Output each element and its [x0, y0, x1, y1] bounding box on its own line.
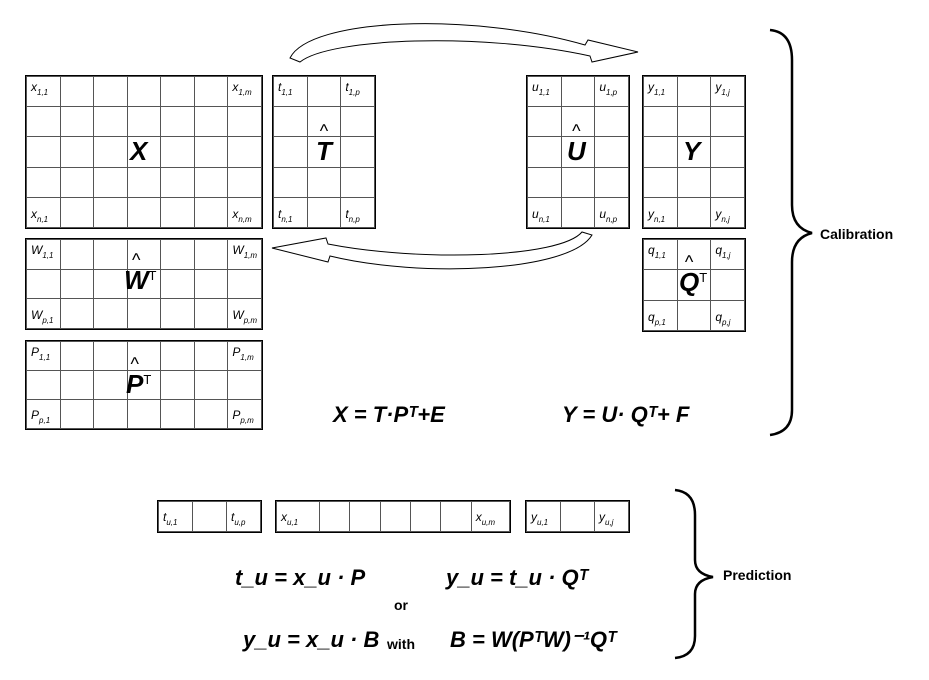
w-top-right: W1,m	[232, 243, 258, 260]
vector-t-u: tu,1 tu,p	[157, 500, 262, 533]
q-bottom-left: qp,1	[648, 310, 666, 327]
y-prediction-equation-2: y_u = x_u · B	[243, 627, 380, 652]
p-top-right: P1,m	[232, 345, 254, 362]
t-hat-label: ^T	[316, 121, 332, 166]
t-top-left: t1,1	[278, 80, 293, 97]
p-bottom-left: Pp,1	[31, 408, 51, 425]
calibration-brace-icon	[769, 28, 813, 437]
q-hat-t-label: ^QT	[679, 252, 708, 297]
matrix-y: y1,1 y1,j yn,1 yn,j Y	[642, 75, 746, 229]
prediction-label: Prediction	[723, 567, 792, 583]
u-bottom-left: un,1	[532, 207, 550, 224]
yu-first: yu,1	[531, 510, 549, 527]
y-decomposition-equation: Y = U· Qᵀ+ F	[562, 402, 690, 427]
w-top-left: W1,1	[31, 243, 54, 260]
with-word: with	[387, 636, 415, 652]
matrix-q-hat-t: q1,1 q1,j qp,1 qp,j ^QT	[642, 238, 746, 332]
x-top-right: x1,m	[232, 80, 252, 97]
q-top-right: q1,j	[715, 243, 731, 260]
x-top-left: x1,1	[31, 80, 49, 97]
u-top-left: u1,1	[532, 80, 550, 97]
vector-y-u: yu,1 yu,j	[525, 500, 630, 533]
b-definition-equation: B = W(PᵀW)⁻¹Qᵀ	[450, 627, 617, 652]
matrix-u-hat: u1,1 u1,p un,1 un,p ^U	[526, 75, 630, 229]
u-top-right: u1,p	[599, 80, 618, 97]
y-top-left: y1,1	[648, 80, 666, 97]
matrix-w-hat-t: W1,1 W1,m Wp,1 Wp,m ^WT	[25, 238, 263, 330]
w-hat-t-label: ^WT	[124, 250, 157, 295]
t-top-right: t1,p	[345, 80, 360, 97]
y-bottom-right: yn,j	[715, 207, 730, 224]
prediction-brace-icon	[674, 488, 714, 660]
u-hat-label: ^U	[567, 121, 586, 166]
or-word: or	[394, 597, 408, 613]
u-bottom-right: un,p	[599, 207, 618, 224]
t-prediction-equation: t_u = x_u · P	[235, 565, 366, 590]
y-prediction-equation-1: y_u = t_u · Qᵀ	[446, 565, 588, 590]
x-bottom-left: xn,1	[31, 207, 49, 224]
p-bottom-right: Pp,m	[232, 408, 254, 425]
t-bottom-left: tn,1	[278, 207, 293, 224]
xu-last: xu,m	[475, 510, 496, 527]
tu-last: tu,p	[231, 510, 246, 527]
y-top-right: y1,j	[715, 80, 730, 97]
yu-last: yu,j	[599, 510, 614, 527]
vector-x-u: xu,1 xu,m	[275, 500, 511, 533]
bottom-arrow-icon	[271, 231, 593, 270]
matrix-x: x1,1 x1,m xn,1 xn,m X	[25, 75, 263, 229]
t-bottom-right: tn,p	[345, 207, 360, 224]
matrix-t-hat: t1,1 t1,p tn,1 tn,p ^T	[272, 75, 376, 229]
calibration-label: Calibration	[820, 226, 894, 242]
tu-first: tu,1	[163, 510, 178, 527]
q-top-left: q1,1	[648, 243, 666, 260]
x-decomposition-equation: X = T·Pᵀ+E	[333, 402, 445, 427]
x-label: X	[130, 136, 148, 166]
q-bottom-right: qp,j	[715, 310, 731, 327]
w-bottom-right: Wp,m	[232, 308, 258, 325]
y-bottom-left: yn,1	[648, 207, 666, 224]
top-arrow-icon	[289, 23, 639, 63]
y-label: Y	[683, 136, 701, 166]
x-bottom-right: xn,m	[232, 207, 252, 224]
p-top-left: P1,1	[31, 345, 51, 362]
w-bottom-left: Wp,1	[31, 308, 54, 325]
matrix-p-hat-t: P1,1 P1,m Pp,1 Pp,m ^PT	[25, 340, 263, 430]
xu-first: xu,1	[281, 510, 299, 527]
p-hat-t-label: ^PT	[126, 354, 152, 399]
